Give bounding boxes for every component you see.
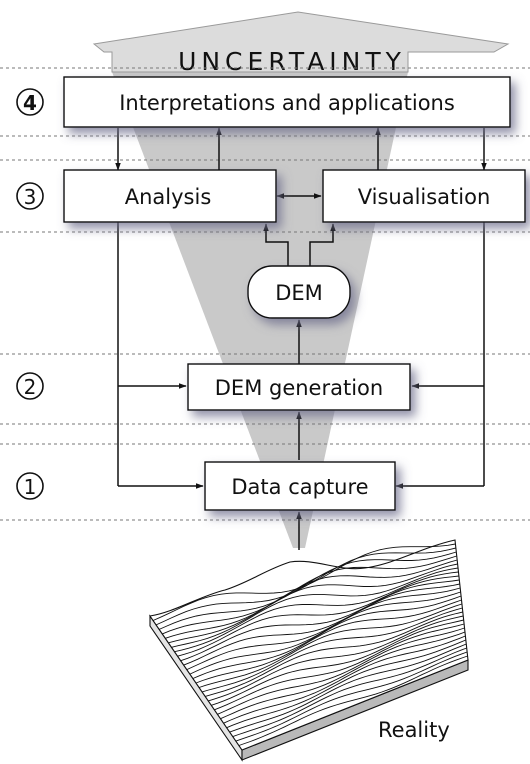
- terrain-surface-outline: [149, 539, 469, 751]
- terrain-contour-line: [229, 643, 467, 733]
- terrain-contour-line: [195, 599, 462, 684]
- box-dem: DEM: [247, 265, 351, 319]
- level-1-marker: 1: [16, 472, 44, 500]
- dem-label: DEM: [275, 281, 323, 305]
- terrain-contour-line: [208, 615, 464, 702]
- interpretations-label: Interpretations and applications: [119, 91, 455, 115]
- dem-generation-label: DEM generation: [215, 376, 383, 400]
- terrain-contour-line: [186, 587, 461, 671]
- analysis-label: Analysis: [125, 185, 212, 209]
- terrain-contour-line: [168, 563, 458, 644]
- terrain-contour-line: [220, 631, 466, 720]
- level-1-number: 1: [24, 475, 37, 499]
- level-separators: [0, 67, 530, 521]
- terrain-contour-line: [205, 611, 463, 697]
- terrain-contour-line: [180, 579, 460, 662]
- uncertainty-banner: [92, 11, 510, 73]
- terrain-contour-line: [235, 651, 468, 742]
- terrain-contour-line: [226, 639, 466, 729]
- terrain-contours: [152, 543, 468, 746]
- terrain-contour-line: [171, 567, 459, 648]
- terrain-contour-line: [165, 559, 458, 639]
- terrain-contour-line: [155, 547, 457, 626]
- terrain-contour-line: [211, 619, 464, 706]
- uncertainty-label: UNCERTAINTY: [178, 47, 406, 76]
- level-4-number: 4: [23, 91, 37, 115]
- level-2-number: 2: [24, 375, 37, 399]
- terrain-contour-line: [238, 655, 468, 746]
- level-4-marker: 4: [16, 88, 44, 116]
- terrain-contour-line: [198, 603, 463, 688]
- terrain-contour-line: [162, 555, 457, 635]
- reality-label: Reality: [378, 718, 450, 742]
- visualisation-label: Visualisation: [358, 185, 491, 209]
- terrain-contour-line: [183, 583, 460, 666]
- level-3-marker: 3: [16, 182, 44, 210]
- terrain-contour-line: [192, 595, 462, 679]
- terrain-block: [149, 539, 469, 762]
- box-dem-generation: DEM generation: [187, 363, 411, 411]
- terrain-contour-line: [214, 623, 465, 711]
- level-3-number: 3: [24, 185, 37, 209]
- data-capture-label: Data capture: [231, 475, 368, 499]
- terrain-contour-line: [223, 635, 466, 724]
- box-interpretations: Interpretations and applications: [63, 76, 511, 128]
- terrain-contour-line: [177, 575, 459, 657]
- box-analysis: Analysis: [63, 169, 277, 223]
- terrain-contour-line: [201, 607, 463, 693]
- box-data-capture: Data capture: [204, 461, 396, 511]
- arrow-dem-to-visualisation: [309, 223, 336, 266]
- level-2-marker: 2: [16, 372, 44, 400]
- connectors: [115, 127, 487, 550]
- box-visualisation: Visualisation: [322, 169, 526, 223]
- terrain-contour-line: [174, 571, 459, 653]
- terrain-contour-line: [217, 627, 465, 715]
- arrow-dem-to-analysis: [263, 223, 289, 266]
- terrain-contour-line: [232, 647, 467, 738]
